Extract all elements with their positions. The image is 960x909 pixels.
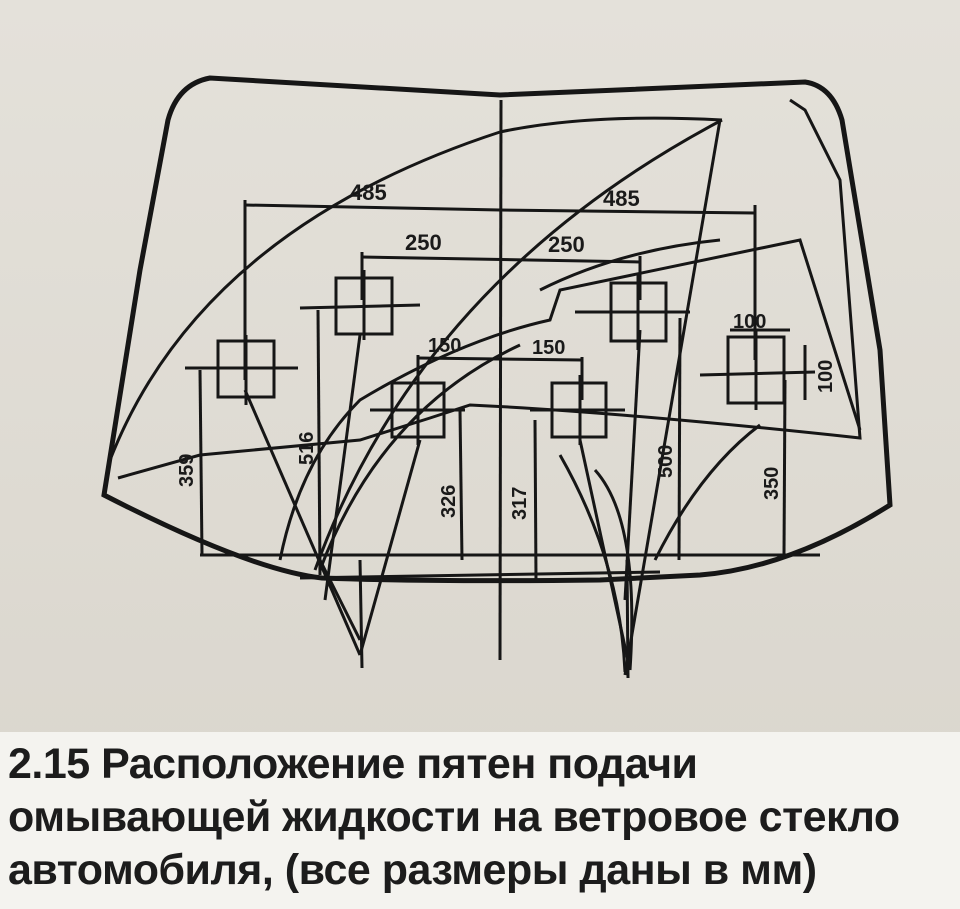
dim-line-326 — [458, 409, 464, 561]
dim-line-250 — [361, 255, 641, 264]
wiper-left-blade-2 — [323, 334, 362, 601]
dim-label-317: 317 — [509, 487, 531, 520]
wiper-right-pivot-stem — [625, 559, 630, 679]
dim-label-150-left: 150 — [428, 335, 461, 357]
dim-label-100-height: 100 — [815, 360, 837, 393]
dim-line-485-right — [499, 208, 756, 215]
wiper-arc-left-outer — [108, 130, 501, 461]
wiper-sweep-right — [539, 238, 721, 292]
baseline-lower — [299, 570, 661, 580]
dim-label-250-left: 250 — [405, 230, 442, 255]
dim-line-359 — [198, 369, 204, 556]
dim-label-359: 359 — [176, 454, 198, 487]
wiper-arc-left-outer2 — [499, 116, 723, 134]
dim-label-250-right: 250 — [548, 232, 585, 257]
wiper-right-arc-lower — [558, 454, 627, 673]
dim-line-150 — [417, 356, 583, 362]
dim-line-500 — [677, 317, 682, 561]
dim-label-326: 326 — [438, 485, 460, 518]
wiper-arc-inner-right — [653, 423, 761, 561]
dim-label-150-right: 150 — [532, 337, 565, 359]
dim-line-516 — [316, 309, 322, 576]
dim-label-516: 516 — [296, 432, 318, 465]
wiper-sweep-mid — [278, 238, 862, 561]
wiper-area-boundary — [117, 98, 862, 480]
wiper-left-blade-1 — [243, 389, 362, 656]
wiper-arc-right-outer — [313, 118, 723, 571]
dim-label-500: 500 — [655, 445, 677, 478]
centerline — [498, 99, 503, 661]
leader-spot-2 — [299, 303, 421, 310]
dim-line-317 — [533, 419, 538, 581]
dim-line-350 — [782, 379, 787, 556]
wiper-left-blade-3 — [358, 439, 422, 656]
dim-label-100-width: 100 — [733, 311, 766, 333]
caption-band — [0, 732, 960, 909]
windshield-diagram: 485 485 250 250 150 150 100 100 359 516 … — [101, 75, 893, 679]
dim-line-485-left — [244, 203, 501, 212]
dim-label-485-left: 485 — [350, 180, 387, 205]
windshield-outline — [101, 75, 893, 584]
dim-label-485-right: 485 — [603, 186, 640, 211]
wiper-arc-inner-left — [318, 343, 521, 571]
dim-label-350: 350 — [761, 467, 783, 500]
wiper-right-arc-low — [593, 468, 634, 671]
figure-caption: 2.15 Расположение пятен подачи омывающей… — [8, 740, 900, 894]
wiper-line-left-sweep — [318, 559, 362, 641]
